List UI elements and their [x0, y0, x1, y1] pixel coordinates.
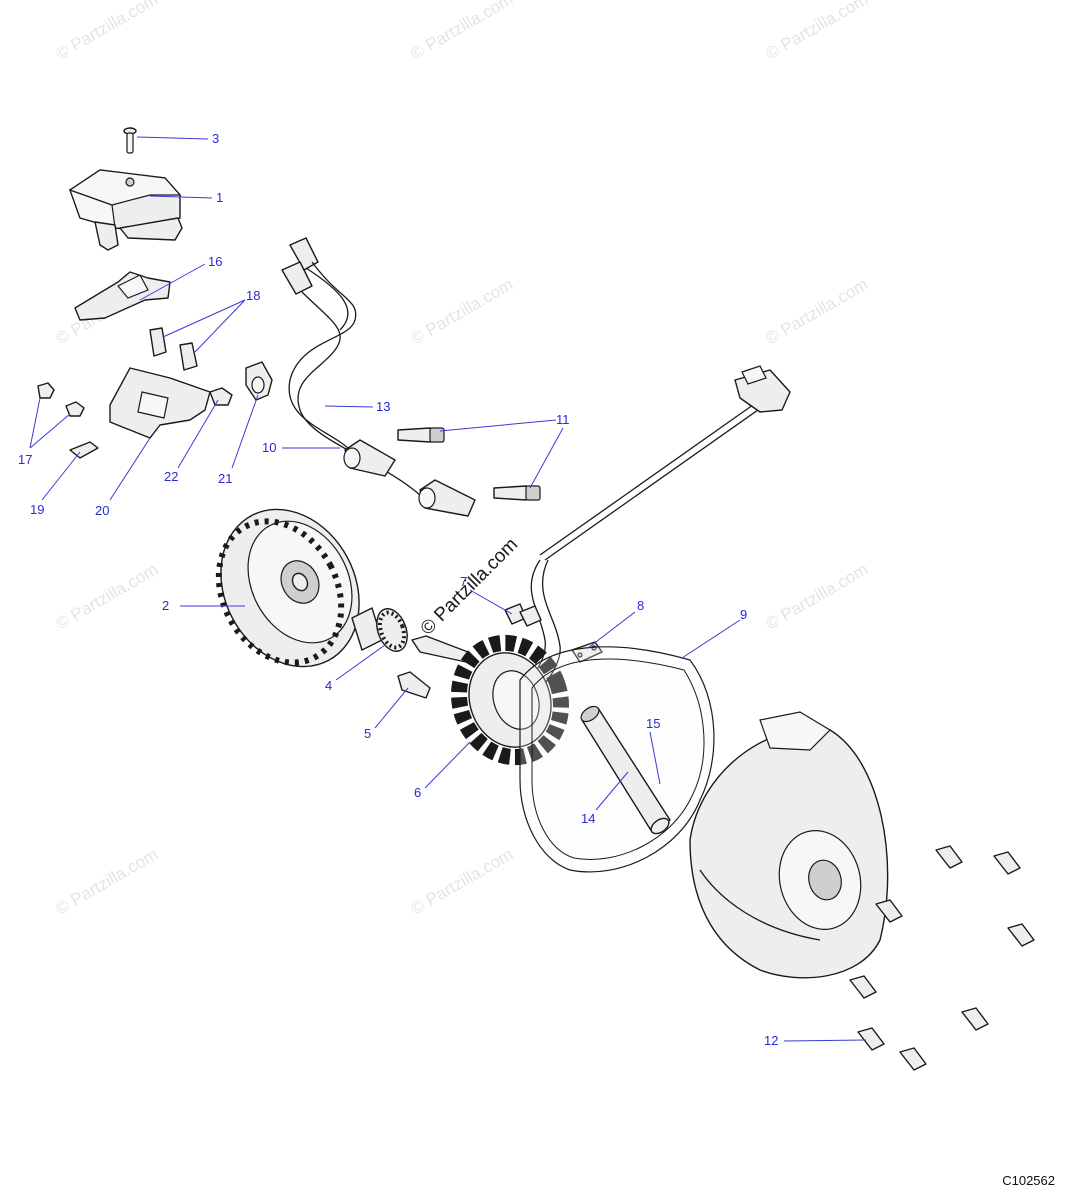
watermark: © Partzilla.com	[763, 560, 872, 634]
callout-22[interactable]: 22	[164, 469, 178, 484]
callout-4[interactable]: 4	[325, 678, 332, 693]
part-ignition-coil-1[interactable]	[68, 169, 183, 251]
part-cover-bolt-12b[interactable]	[993, 851, 1021, 875]
center-watermark: © Partzilla.com	[417, 534, 522, 639]
part-stator-cover[interactable]	[689, 711, 889, 979]
callout-7[interactable]: 7	[460, 574, 467, 589]
callout-9[interactable]: 9	[740, 607, 747, 622]
callout-5[interactable]: 5	[364, 726, 371, 741]
diagram-code: C102562	[1002, 1173, 1055, 1188]
callout-20[interactable]: 20	[95, 503, 109, 518]
part-stator-harness[interactable]	[519, 365, 791, 691]
part-bracket-16[interactable]	[74, 271, 171, 321]
callout-2[interactable]: 2	[162, 598, 169, 613]
part-bolt-17b[interactable]	[65, 401, 85, 417]
callout-13[interactable]: 13	[376, 399, 390, 414]
watermark: © Partzilla.com	[408, 275, 517, 349]
part-clip-18a[interactable]	[149, 327, 167, 357]
callout-8[interactable]: 8	[637, 598, 644, 613]
watermark: © Partzilla.com	[53, 845, 162, 919]
part-spark-cap-10a[interactable]	[343, 439, 396, 477]
callout-1[interactable]: 1	[216, 190, 223, 205]
part-cover-bolt-12c[interactable]	[875, 899, 903, 923]
part-spark-cap-10b[interactable]	[418, 479, 476, 517]
callout-14[interactable]: 14	[581, 811, 595, 826]
callout-6[interactable]: 6	[414, 785, 421, 800]
leader-lines	[29, 136, 867, 1042]
callout-12[interactable]: 12	[764, 1033, 778, 1048]
callout-19[interactable]: 19	[30, 502, 44, 517]
part-dowel-tube-14[interactable]	[578, 703, 671, 836]
part-cable-clamp-21[interactable]	[245, 361, 273, 401]
part-clip-19[interactable]	[69, 441, 99, 459]
callout-10[interactable]: 10	[262, 440, 276, 455]
watermark: © Partzilla.com	[408, 0, 517, 63]
part-cover-bolt-12a[interactable]	[935, 845, 963, 869]
part-cover-bolt-12g[interactable]	[857, 1027, 885, 1051]
callout-11[interactable]: 11	[556, 412, 570, 427]
part-cover-bolt-12f[interactable]	[961, 1007, 989, 1031]
callout-21[interactable]: 21	[218, 471, 232, 486]
part-spark-plug-11b[interactable]	[493, 485, 541, 501]
watermark: © Partzilla.com	[763, 0, 872, 63]
watermark: © Partzilla.com	[53, 0, 162, 63]
part-bolt-17a[interactable]	[37, 382, 55, 399]
part-starter-gear-4[interactable]	[351, 605, 413, 656]
watermark: © Partzilla.com	[763, 275, 872, 349]
part-ignition-leads-13[interactable]	[281, 237, 421, 496]
watermark: © Partzilla.com	[408, 845, 517, 919]
part-cover-bolt-12d[interactable]	[1007, 923, 1035, 947]
callout-15[interactable]: 15	[646, 716, 660, 731]
part-clip-18b[interactable]	[179, 342, 198, 371]
part-cover-bolt-12h[interactable]	[899, 1047, 927, 1071]
part-spark-plug-11a[interactable]	[397, 427, 445, 443]
part-screw-3[interactable]	[123, 127, 137, 154]
callout-16[interactable]: 16	[208, 254, 222, 269]
watermark: © Partzilla.com	[53, 560, 162, 634]
callout-17[interactable]: 17	[18, 452, 32, 467]
part-screw-7b[interactable]	[519, 605, 542, 627]
callout-3[interactable]: 3	[212, 131, 219, 146]
callout-18[interactable]: 18	[246, 288, 260, 303]
part-bolt-5[interactable]	[397, 671, 431, 699]
part-mounting-plate-20[interactable]	[109, 367, 211, 439]
part-stator-6[interactable]	[443, 628, 577, 771]
part-screw-7c[interactable]	[411, 635, 469, 663]
part-flywheel-2[interactable]	[194, 485, 386, 691]
part-cover-bolt-12e[interactable]	[849, 975, 877, 999]
callout-labels: 3 1 16 18 17 19 20 22 21 13 10 11 2 7 8 …	[18, 131, 778, 1048]
part-nut-22[interactable]	[209, 387, 233, 406]
